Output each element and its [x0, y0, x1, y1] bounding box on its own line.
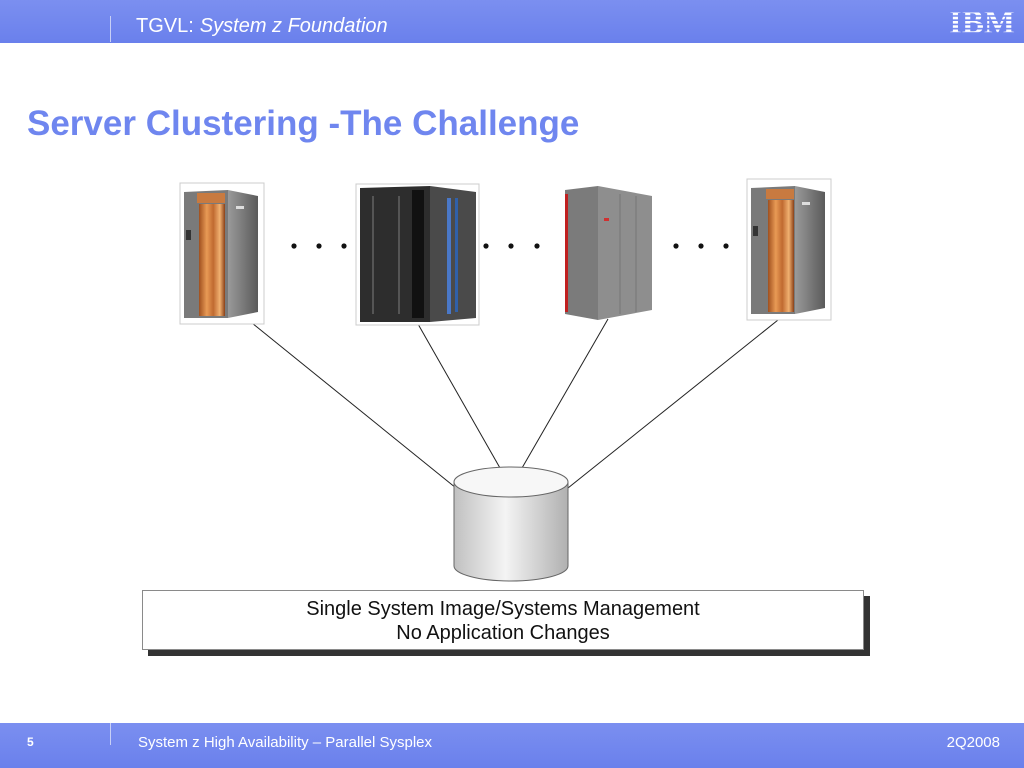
connection-lines: [251, 318, 779, 489]
header-divider: [110, 16, 111, 42]
footer-title: System z High Availability – Parallel Sy…: [138, 734, 433, 751]
course-label: TGVL:: [136, 15, 194, 37]
svg-text:IBM: IBM: [949, 5, 1015, 38]
mainframe-rack-icon: [355, 183, 480, 326]
footer-divider: [110, 723, 111, 745]
connection-line: [521, 318, 609, 469]
ibm-logo: IBM: [949, 5, 1015, 38]
caption-line-2: No Application Changes: [396, 622, 610, 644]
server-tower-icon: [746, 178, 832, 321]
connection-line: [417, 323, 501, 469]
connection-line: [251, 322, 457, 489]
page-number: 5: [27, 735, 34, 749]
footer-date: 2Q2008: [946, 734, 1000, 751]
header-title: TGVL:System z Foundation: [136, 15, 388, 38]
footer-bar: 5 System z High Availability – Parallel …: [0, 723, 1024, 768]
caption-line-1: Single System Image/Systems Management: [306, 598, 700, 620]
slide-title: Server Clustering -The Challenge: [27, 104, 580, 143]
course-subtitle: System z Foundation: [199, 15, 388, 37]
connection-line: [567, 319, 779, 489]
caption-box: Single System Image/Systems Management N…: [142, 590, 864, 650]
ellipsis-dots: [291, 243, 729, 249]
mainframe-red-icon: [565, 186, 652, 320]
server-tower-icon: [179, 182, 265, 325]
database-cylinder-icon: [453, 466, 569, 582]
header-bar: TGVL:System z Foundation IBM: [0, 0, 1024, 43]
